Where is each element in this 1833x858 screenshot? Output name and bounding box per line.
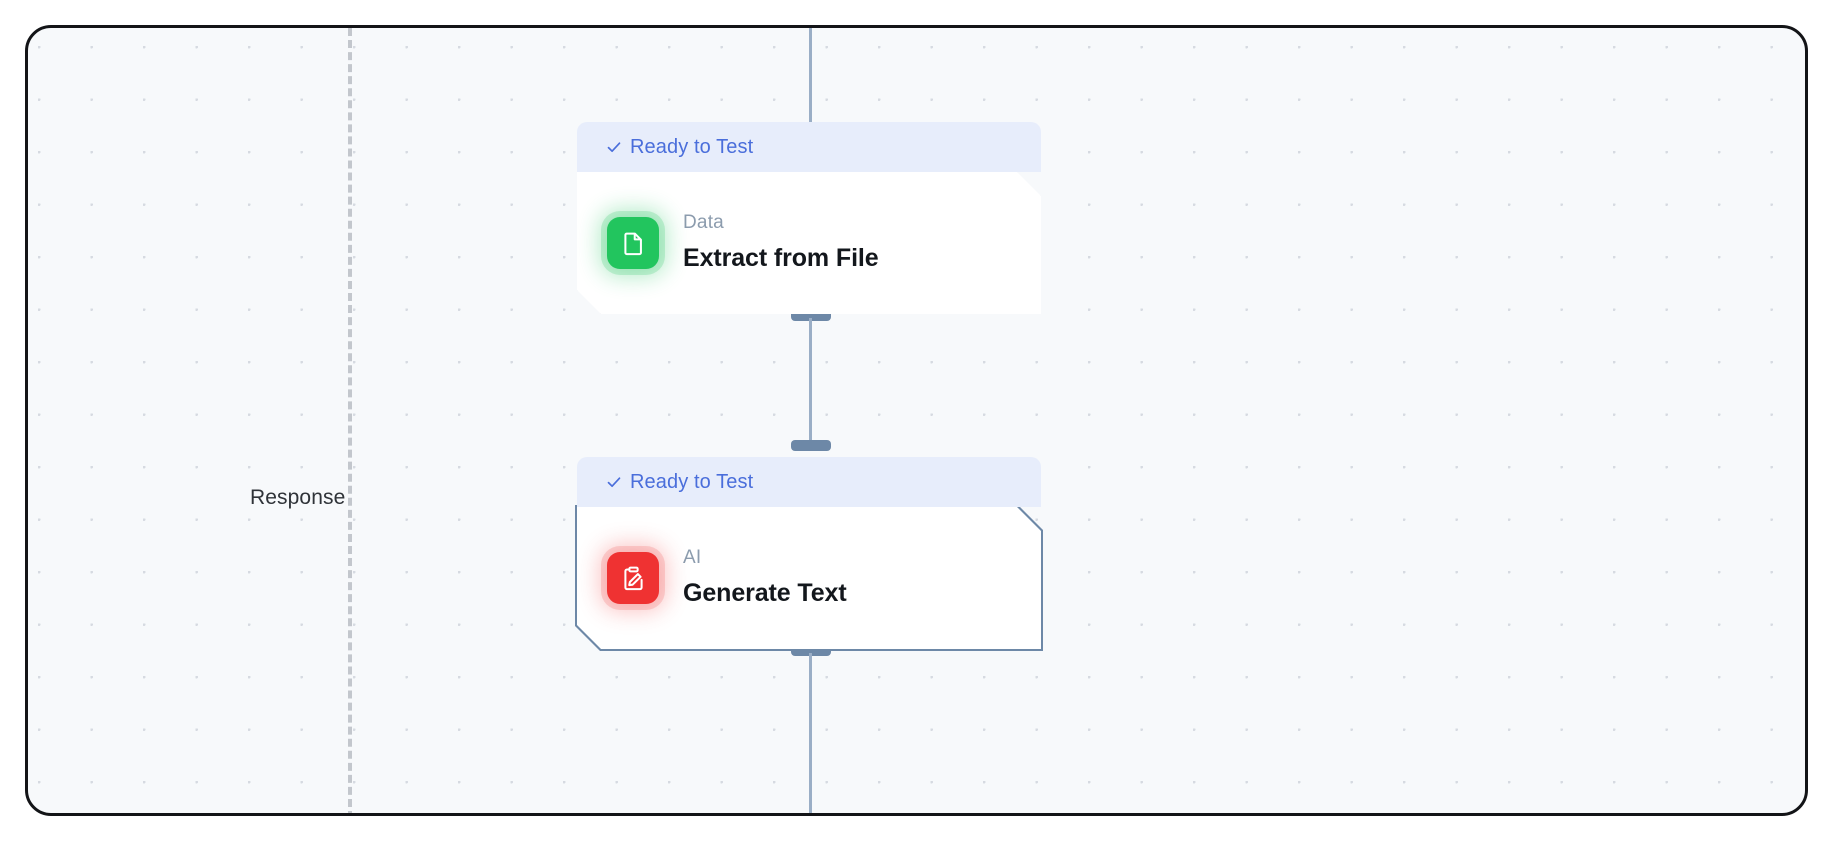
connector-edge-outgoing xyxy=(809,653,812,813)
workflow-canvas[interactable]: Response Ready to Test xyxy=(25,25,1808,816)
node-body[interactable]: AI Generate Text xyxy=(577,507,1041,649)
connector-handle-node1-bottom[interactable] xyxy=(791,310,831,321)
connector-handle-node2-top[interactable] xyxy=(791,440,831,451)
node-status-label: Ready to Test xyxy=(630,135,754,158)
file-document-icon xyxy=(607,217,659,269)
node-body-wrapper: AI Generate Text xyxy=(577,507,1041,649)
workflow-node-extract-from-file[interactable]: Ready to Test Data Extract from File xyxy=(577,122,1041,314)
connector-edge-node1-to-node2 xyxy=(809,318,812,448)
node-title-label: Extract from File xyxy=(683,244,879,273)
check-icon xyxy=(606,139,622,155)
node-status-label: Ready to Test xyxy=(630,470,754,493)
node-text-block: Data Extract from File xyxy=(683,213,879,272)
workflow-node-generate-text[interactable]: Ready to Test AI Generate Text xyxy=(577,457,1041,649)
connector-edge-incoming xyxy=(809,28,812,140)
node-body[interactable]: Data Extract from File xyxy=(577,172,1041,314)
node-text-block: AI Generate Text xyxy=(683,548,847,607)
node-title-label: Generate Text xyxy=(683,579,847,608)
check-icon xyxy=(606,474,622,490)
node-kind-label: AI xyxy=(683,547,702,569)
lane-label-response: Response xyxy=(250,486,346,509)
node-kind-label: Data xyxy=(683,212,724,234)
clipboard-pencil-icon xyxy=(607,552,659,604)
node-status-bar: Ready to Test xyxy=(577,457,1041,507)
lane-divider-dashed-line xyxy=(348,28,352,813)
node-status-bar: Ready to Test xyxy=(577,122,1041,172)
